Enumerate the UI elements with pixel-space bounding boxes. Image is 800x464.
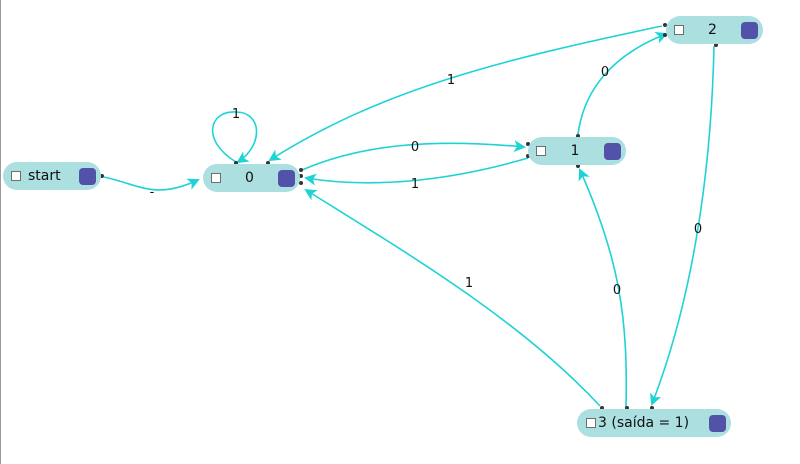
node-1-connect-handle[interactable] (604, 142, 621, 160)
edge-3-to-0[interactable] (304, 188, 601, 407)
edge-label-2-0: 1 (447, 73, 455, 88)
edge-0-to-0-loop[interactable] (211, 111, 258, 164)
state-node-3[interactable]: 3 (saída = 1) (577, 409, 731, 437)
node-2-checkbox[interactable] (674, 25, 684, 35)
node-3-connect-handle[interactable] (709, 414, 726, 432)
node-start-label: start (28, 168, 61, 184)
edge-label-1-0: 1 (411, 177, 419, 192)
edge-0-to-1[interactable] (301, 140, 526, 171)
edge-label-start-0: - (150, 185, 155, 200)
edge-label-0-0: 1 (232, 107, 240, 122)
state-node-2[interactable]: 2 (666, 16, 763, 44)
node-0-label: 0 (245, 170, 254, 186)
node-2-connect-handle[interactable] (741, 21, 758, 39)
edge-3-to-1[interactable] (578, 168, 628, 408)
node-1-checkbox[interactable] (536, 146, 546, 156)
edge-2-to-3[interactable] (650, 45, 715, 406)
node-2-label: 2 (708, 22, 717, 38)
state-node-start[interactable]: start (3, 162, 101, 190)
edge-1-to-2[interactable] (577, 32, 668, 135)
node-start-connect-handle[interactable] (79, 167, 96, 185)
canvas-left-border (0, 0, 1, 464)
node-0-checkbox[interactable] (211, 173, 221, 183)
edge-2-to-0[interactable] (268, 25, 663, 162)
edge-label-0-1: 0 (411, 140, 419, 155)
edge-start-to-0[interactable] (103, 176, 200, 191)
edge-label-3-1: 0 (613, 283, 621, 298)
state-node-0[interactable]: 0 (203, 164, 300, 192)
node-3-checkbox[interactable] (586, 418, 596, 428)
edge-label-2-3: 0 (694, 222, 702, 237)
edge-label-1-2: 0 (601, 65, 609, 80)
edge-1-to-0[interactable] (304, 157, 529, 186)
node-1-label: 1 (570, 143, 580, 159)
node-start-checkbox[interactable] (11, 171, 21, 181)
edge-label-3-0: 1 (465, 276, 473, 291)
state-node-1[interactable]: 1 (528, 137, 626, 165)
node-3-label: 3 (saída = 1) (598, 415, 690, 431)
node-0-connect-handle[interactable] (278, 169, 295, 187)
